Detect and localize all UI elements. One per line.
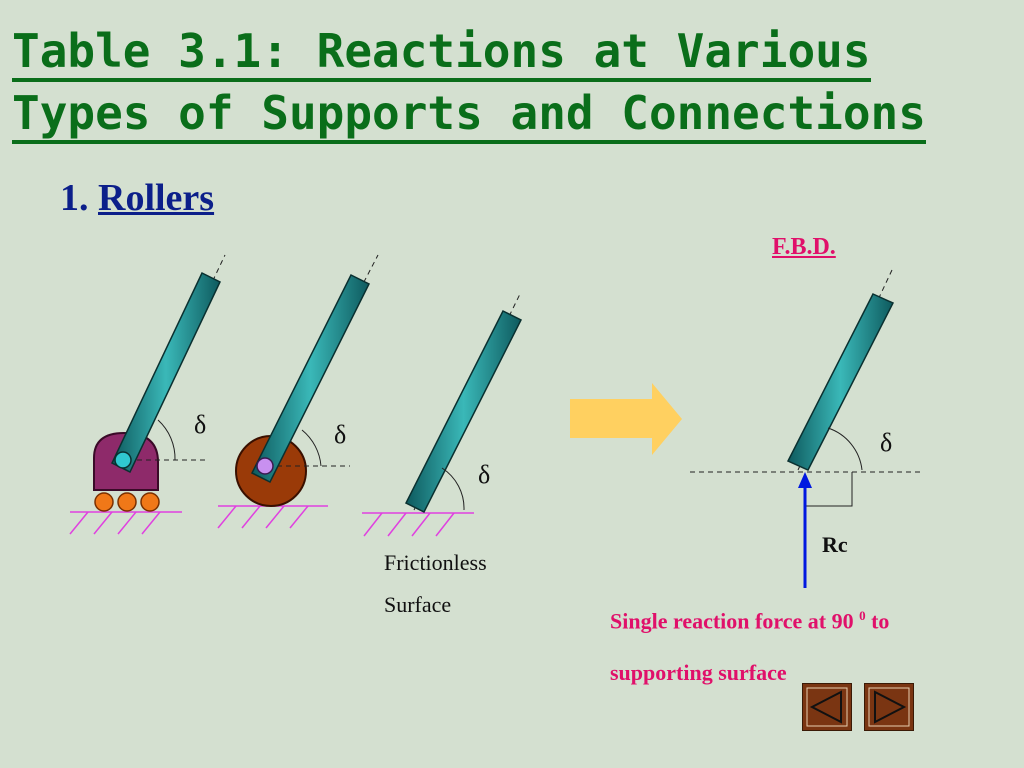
frictionless-surface-figure [362,293,523,537]
ground-hatch-2 [217,505,309,529]
page-title: Table 3.1: Reactions at Various Types of… [12,20,926,144]
roller-wheel [140,492,160,512]
roller-wheel [117,492,137,512]
angle-symbol: δ [334,420,347,449]
member-bar [786,293,895,471]
reaction-description: Single reaction force at 90 0 to support… [610,590,889,699]
round-support-figure [217,254,379,529]
roller-wheel [94,492,114,512]
angle-arc [157,419,176,461]
rocker-support-figure [69,254,226,535]
angle-symbol: δ [194,410,207,439]
angle-arc [301,429,322,467]
member-bar [250,273,371,484]
pin [256,457,274,475]
triangle-left-icon [806,687,848,727]
pin [114,451,132,469]
reaction-line-1: Single reaction force at 90 0 to [610,608,890,634]
arrow-up-icon [798,472,812,488]
angle-arc [441,467,465,511]
ground-hatch-1 [69,511,161,535]
ground-hatch-3 [363,512,455,537]
title-line-1: Table 3.1: Reactions at Various [12,20,871,82]
section-heading: 1. Rollers [60,176,214,220]
section-name-link[interactable]: Rollers [98,177,215,219]
angle-symbol: δ [880,428,893,457]
next-slide-button[interactable] [864,683,914,731]
member-bar [111,271,221,474]
arrow-right-icon [570,383,682,455]
right-angle-marker [805,472,853,507]
title-line-2: Types of Supports and Connections [12,82,926,144]
reaction-label: Rc [822,532,848,557]
member-bar [404,309,523,514]
fbd-label: F.B.D. [772,234,836,260]
section-number: 1. [60,177,89,219]
previous-slide-button[interactable] [802,683,852,731]
angle-symbol: δ [478,460,491,489]
surface-note-line-2: Surface [384,592,452,617]
reaction-line-2: supporting surface [610,660,787,686]
angle-arc [827,427,863,471]
surface-note-line-1: Frictionless [384,550,487,575]
fbd-figure [690,269,920,588]
triangle-right-icon [868,687,910,727]
